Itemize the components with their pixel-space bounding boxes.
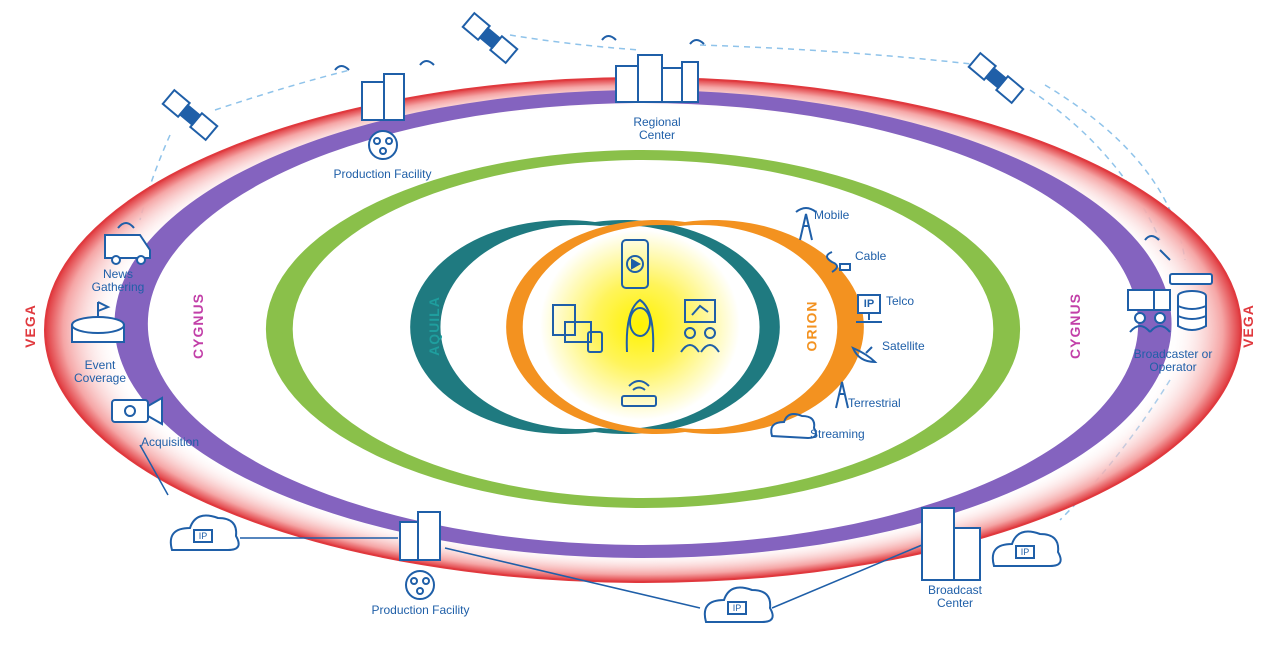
acquisition-label: Acquisition [140,435,200,449]
person-icon [625,298,655,353]
ip-cloud-icon-middle [703,586,774,623]
streaming-label: Streaming [810,427,865,441]
camera-icon [111,396,163,426]
vega-label-left: VEGA [21,304,38,348]
production-facility-top-label: Production Facility [333,167,432,181]
center-icons [552,239,720,407]
broadcast-center-label: Broadcast Center [927,583,983,610]
regional-center-icon [601,35,705,103]
ip-label-left: IP [198,531,208,541]
cygnus-label-left: CYGNUS [189,293,206,359]
telco-label: Telco [886,294,915,308]
mobile-label: Mobile [814,208,850,222]
devices-icon [552,304,603,353]
router-wifi-icon [621,380,657,407]
production-facility-bottom-icon [399,511,441,600]
stadium-icon [71,301,125,343]
distribution-icons [770,207,882,440]
network-links [139,444,923,609]
production-facility-top-icon [334,60,435,160]
terrestrial-label: Terrestrial [848,396,901,410]
satellite-icon-top [461,11,519,65]
streaming-cloud-icon [770,413,817,440]
regional-center-label: Regional Center [633,115,681,142]
satellite-icon-left [161,88,219,142]
smartphone-play-icon [621,239,649,289]
broadcast-center-icon [921,507,981,581]
ip-label-middle: IP [732,603,742,613]
news-van-icon [104,222,151,265]
orion-label: ORION [803,300,820,352]
ip-cloud-icon-right [991,530,1062,567]
event-coverage-label: Event Coverage [73,358,127,385]
ip-label-right: IP [1020,547,1030,557]
satellite-label: Satellite [882,339,925,353]
telco-ip-icon [856,294,882,323]
mobile-tower-icon [795,207,817,241]
cable-icon [826,251,851,273]
broadcaster-icon [1127,235,1213,333]
terrestrial-tower-icon [835,381,849,409]
cable-label: Cable [855,249,887,263]
satellite-icon-right [967,51,1025,105]
pictor-label-right: PICTOR [999,296,1016,356]
pictor-label-left: PICTOR [271,296,288,356]
vega-label-right: VEGA [1239,304,1256,348]
satellite-icons [161,11,1025,142]
ip-label-telco: IP [863,298,875,310]
audience-screen-icon [680,299,720,353]
cygnus-label-right: CYGNUS [1066,293,1083,359]
broadcaster-operator-label: Broadcaster or Operator [1133,347,1213,374]
aquila-label: AQUILA [425,296,442,356]
ip-cloud-icon-left [169,514,240,551]
production-facility-bottom-label: Production Facility [371,603,470,617]
satellite-dish-icon [851,346,878,364]
center-glow [540,230,740,420]
news-gathering-label: News Gathering [91,267,145,294]
